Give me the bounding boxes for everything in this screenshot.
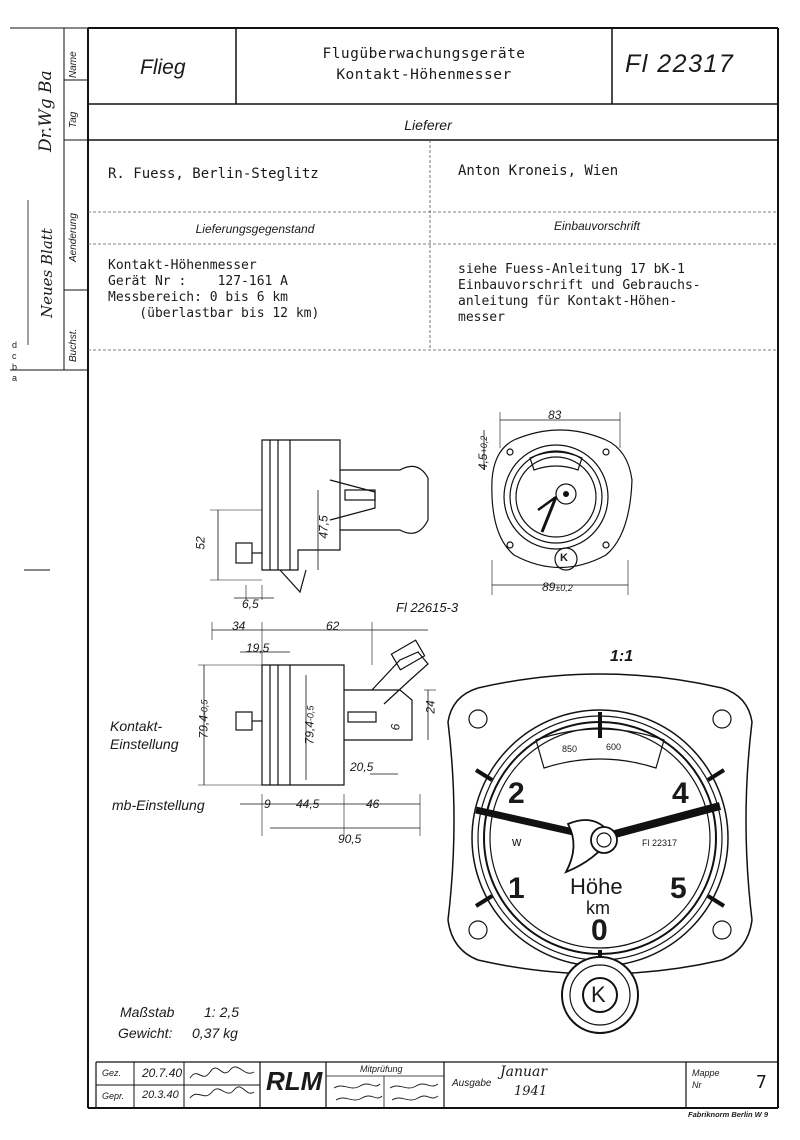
ausgabe-label: Ausgabe bbox=[452, 1078, 492, 1089]
dim-9: 9 bbox=[264, 797, 271, 811]
dim-44-5: 44,5 bbox=[296, 797, 320, 811]
fabriknorm: Fabriknorm Berlin W 9 bbox=[688, 1110, 769, 1119]
dim-4-5: 4,5+0,2 bbox=[476, 436, 490, 470]
small-dial-k: K bbox=[560, 552, 568, 564]
front-view-small bbox=[483, 412, 633, 595]
dim-4-5-tol: +0,2 bbox=[479, 435, 490, 454]
mitpruefung-signatures bbox=[333, 1083, 439, 1101]
dial-k-knob: K bbox=[591, 982, 606, 1007]
ref-fl-22615-3: Fl 22615-3 bbox=[396, 600, 459, 615]
dim-6-5: 6,5 bbox=[242, 597, 259, 611]
gepr-date: 20.3.40 bbox=[142, 1089, 179, 1101]
mitpruefung-label: Mitprüfung bbox=[360, 1064, 403, 1074]
einbauvorschrift-heading: Einbauvorschrift bbox=[553, 219, 641, 233]
dial-num-5: 5 bbox=[670, 872, 687, 905]
dial-code: Fl 22317 bbox=[642, 838, 678, 848]
dim-79-4-outer-tol: -0,5 bbox=[199, 699, 210, 716]
dim-90-5: 90,5 bbox=[338, 832, 362, 846]
dim-79-4-inner-tol: -0,5 bbox=[305, 705, 316, 722]
dim-79-4-outer: 79,4-0,5 bbox=[196, 700, 210, 739]
side-view-lower bbox=[198, 622, 436, 836]
gez-gepr-signatures bbox=[189, 1066, 255, 1099]
dim-4-5-value: 4,5 bbox=[476, 453, 491, 471]
doc-title-line1: Flugüberwachungsgeräte bbox=[322, 46, 526, 62]
label-mb-einstellung: mb-Einstellung bbox=[112, 797, 205, 813]
ausgabe-year: 1941 bbox=[514, 1084, 548, 1099]
mappe-label: Mappe bbox=[692, 1068, 720, 1078]
dim-79-4-inner: 79,4-0,5 bbox=[302, 706, 316, 745]
dim-89-value: 89 bbox=[542, 580, 556, 594]
dim-52: 52 bbox=[193, 536, 208, 550]
dim-20-5: 20,5 bbox=[350, 760, 374, 774]
supplier-right: Anton Kroneis, Wien bbox=[458, 163, 619, 179]
side-letter-d: d bbox=[12, 340, 18, 350]
lieferungsgegenstand-text: Kontakt-Höhenmesser Gerät Nr : 127-161 A… bbox=[108, 258, 320, 321]
big-dial bbox=[447, 673, 753, 1034]
dim-89-tol: ±0,2 bbox=[555, 583, 573, 593]
dim-24: 24 bbox=[423, 700, 438, 714]
dial-km: km bbox=[586, 898, 610, 918]
dial-num-0: 0 bbox=[591, 914, 608, 947]
doc-number: Fl 22317 bbox=[625, 50, 735, 78]
mappe-nr: 7 bbox=[756, 1072, 767, 1093]
dial-w: w bbox=[512, 834, 522, 849]
gepr-label: Gepr. bbox=[102, 1091, 125, 1101]
dial-sub-600: 600 bbox=[606, 742, 622, 752]
rlm-label: RLM bbox=[266, 1066, 323, 1096]
dim-47-5: 47,5 bbox=[316, 515, 331, 539]
dim-34: 34 bbox=[232, 619, 246, 633]
nr-label: Nr bbox=[692, 1080, 702, 1090]
dim-83: 83 bbox=[548, 408, 562, 422]
side-view-upper bbox=[210, 439, 429, 600]
lieferungsgegenstand-heading: Lieferungsgegenstand bbox=[195, 222, 315, 236]
doc-title-line2: Kontakt-Höhenmesser bbox=[336, 67, 512, 83]
dim-79-4-inner-value: 79,4 bbox=[302, 721, 317, 745]
label-einstellung: Einstellung bbox=[110, 736, 179, 752]
dial-num-2: 2 bbox=[508, 777, 525, 810]
dim-19-5: 19,5 bbox=[246, 641, 270, 655]
dial-num-1: 1 bbox=[508, 872, 525, 905]
gez-date: 20.7.40 bbox=[142, 1066, 183, 1080]
gez-label: Gez. bbox=[102, 1068, 122, 1078]
dial-hoehe: Höhe bbox=[570, 874, 623, 899]
supplier-left: R. Fuess, Berlin-Steglitz bbox=[108, 166, 319, 182]
dial-sub-850: 850 bbox=[562, 744, 578, 754]
scale-1-1: 1:1 bbox=[610, 648, 634, 665]
dim-79-4-outer-value: 79,4 bbox=[196, 715, 211, 739]
dim-6: 6 bbox=[388, 723, 403, 731]
doc-title: Flugüberwachungsgeräte Kontakt-Höhenmess… bbox=[238, 44, 610, 86]
gewicht-label: Gewicht: bbox=[118, 1025, 173, 1041]
gewicht-value: 0,37 kg bbox=[192, 1025, 238, 1041]
massstab-value: 1: 2,5 bbox=[204, 1004, 240, 1020]
side-letter-c: c bbox=[12, 351, 17, 361]
dial-num-4: 4 bbox=[672, 777, 689, 810]
dim-62: 62 bbox=[326, 619, 340, 633]
side-letter-a: a bbox=[12, 373, 18, 383]
label-kontakt: Kontakt- bbox=[110, 718, 163, 734]
einbauvorschrift-text: siehe Fuess-Anleitung 17 bK-1 Einbauvors… bbox=[458, 262, 701, 325]
ausgabe-month: Januar bbox=[500, 1064, 548, 1080]
massstab-label: Maßstab bbox=[120, 1004, 175, 1020]
lieferer-heading: Lieferer bbox=[404, 117, 452, 133]
dim-46: 46 bbox=[366, 797, 380, 811]
org-label: Flieg bbox=[140, 56, 186, 79]
side-letter-b: b bbox=[12, 362, 18, 372]
dim-89: 89±0,2 bbox=[542, 580, 573, 594]
